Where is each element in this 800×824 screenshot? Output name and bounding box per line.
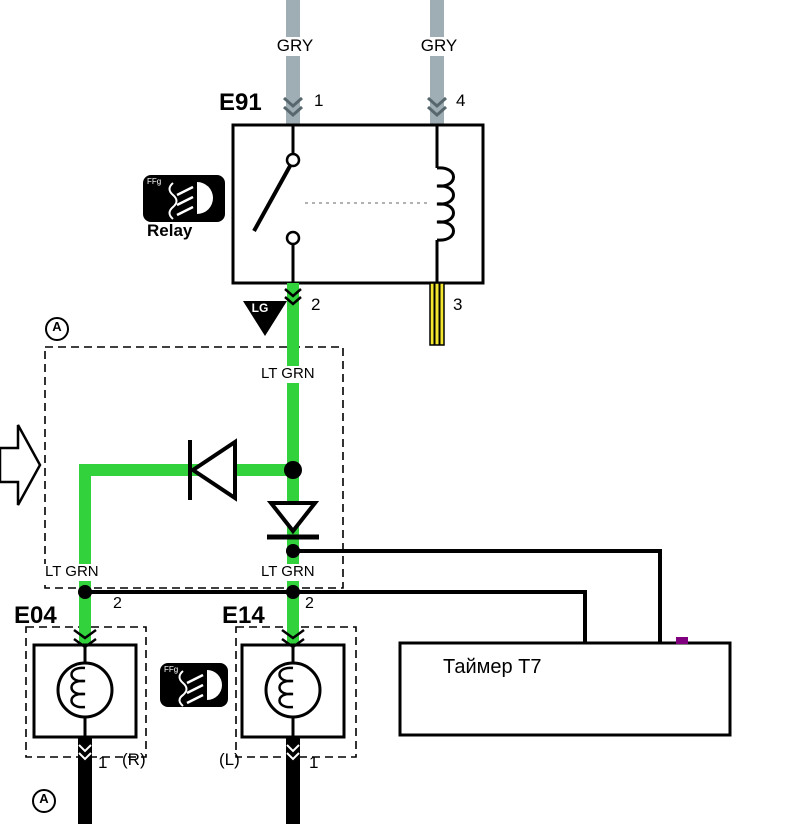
- e14-id-label: E14: [222, 602, 265, 629]
- connector-chevron: [78, 752, 92, 761]
- lg-tag-triangle: [243, 301, 287, 336]
- relay-name-label: Relay: [147, 221, 193, 240]
- gray-wire-right: [430, 0, 444, 125]
- wire-color-label-ltgrn-left: LT GRN: [43, 563, 101, 581]
- connector-chevron: [281, 637, 305, 649]
- e04-pin1-label: 1: [98, 753, 108, 772]
- e14-lamp-filament: [278, 666, 294, 709]
- black-wire-to-timer-upper: [293, 549, 662, 645]
- e14-side-label: (L): [219, 750, 240, 769]
- connector-chevron: [73, 637, 97, 649]
- e14-pin2-label: 2: [305, 595, 314, 612]
- timer-label: Таймер Т7: [443, 656, 542, 678]
- connector-chevron: [78, 744, 92, 753]
- fog-lamp-icon-ray: [176, 205, 194, 217]
- relay-pin3-label: 3: [453, 295, 463, 314]
- relay-contact-top: [285, 152, 301, 168]
- junction-dot: [284, 461, 302, 479]
- wire-color-label-gry-left: GRY: [270, 36, 320, 56]
- relay-icon-tag: FFg: [147, 177, 162, 186]
- connector-a-label-bottom: A: [39, 791, 49, 806]
- relay-id-label: E91: [219, 89, 262, 116]
- fog-lamp-icon-ray: [186, 683, 204, 695]
- connector-chevron: [281, 628, 305, 640]
- fog-lamp-icon-wave: [168, 182, 178, 220]
- junction-dot: [286, 544, 300, 558]
- fog-lamp-icon-wave: [178, 670, 188, 707]
- wire-color-label-gry-right: GRY: [414, 36, 464, 56]
- relay-coil: [436, 166, 455, 242]
- diode-left-symbol: [189, 438, 237, 502]
- e04-lamp-bulb: [56, 661, 114, 719]
- junction-dot: [286, 585, 300, 599]
- fog-icon-tag: FFg: [164, 665, 179, 674]
- e04-lamp-filament: [70, 666, 86, 709]
- yellow-wire: [429, 282, 445, 346]
- connector-chevron: [284, 288, 302, 298]
- connector-chevron: [286, 744, 300, 753]
- connector-chevron: [427, 96, 447, 109]
- wire-color-label-ltgrn-mid: LT GRN: [259, 563, 317, 581]
- relay-pin1-label: 1: [314, 91, 324, 110]
- fog-lamp-icon-ray: [176, 195, 194, 207]
- connector-a-circle-top: [45, 317, 69, 341]
- fog-lamp-icon-ray: [176, 185, 194, 197]
- fog-lamp-icon-body: [197, 182, 213, 214]
- connector-a-circle-bottom: [32, 789, 56, 813]
- e14-lamp-bulb: [264, 661, 322, 719]
- flow-arrow-icon: [0, 424, 42, 506]
- timer-box: [398, 641, 732, 737]
- relay-switch-arm: [252, 165, 292, 232]
- e04-id-label: E04: [14, 602, 57, 629]
- diode-down-symbol: [266, 501, 320, 535]
- fog-lamp-icon-body: [207, 670, 222, 700]
- e04-pin2-label: 2: [113, 595, 122, 612]
- e04-side-label: (R): [122, 750, 146, 769]
- fog-lamp-icon-ray: [186, 693, 204, 705]
- black-wire-e14-bottom: [286, 737, 300, 824]
- relay-pin4-label: 4: [456, 91, 466, 110]
- connector-a-label-top: A: [52, 319, 62, 334]
- relay-pin2-label: 2: [311, 295, 321, 314]
- lg-tag-label: LG: [251, 301, 269, 315]
- connector-chevron: [284, 296, 302, 306]
- relay-contact-bottom: [285, 230, 301, 246]
- wire-color-label-ltgrn-main: LT GRN: [259, 365, 317, 383]
- connector-chevron: [286, 752, 300, 761]
- connector-chevron: [283, 96, 303, 109]
- timer-purple-mark: [676, 637, 688, 644]
- junction-dot: [78, 585, 92, 599]
- green-wire-branch-left: [79, 464, 91, 648]
- dashed-region-a: [44, 346, 344, 589]
- connector-chevron: [283, 105, 303, 118]
- connector-chevron: [73, 628, 97, 640]
- connector-chevron: [427, 105, 447, 118]
- black-wire-e04-bottom: [78, 737, 92, 824]
- e14-pin1-label: 1: [309, 753, 319, 772]
- black-wire-to-timer-lower: [85, 590, 587, 645]
- gray-wire-left: [286, 0, 300, 125]
- fog-lamp-icon-ray: [186, 673, 204, 685]
